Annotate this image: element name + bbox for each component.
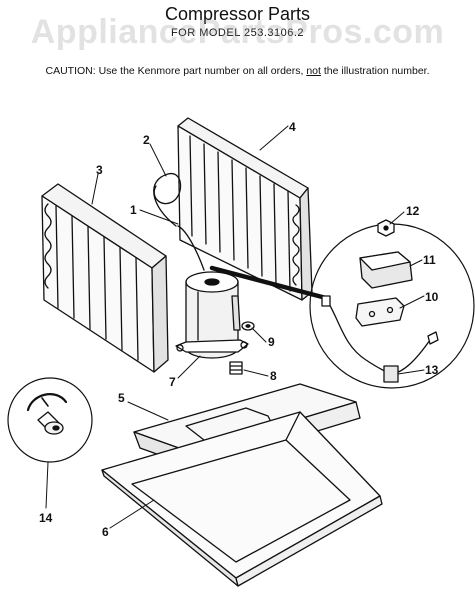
page-title: Compressor Parts — [164, 4, 311, 24]
callout-3: 3 — [96, 163, 103, 177]
evaporator-coil — [177, 117, 313, 301]
model-subtitle: FOR MODEL 253.3106.2 — [170, 27, 305, 39]
bracket-detail — [7, 377, 93, 463]
terminal-gasket-bracket — [355, 297, 405, 327]
callout-10: 10 — [425, 290, 439, 304]
caution-suffix: the illustration number. — [320, 65, 430, 77]
callout-6: 6 — [102, 525, 109, 539]
callout-labels: 1 2 3 4 5 6 7 8 9 10 11 12 13 14 — [39, 120, 439, 539]
callout-9: 9 — [268, 335, 275, 349]
callout-13: 13 — [425, 363, 439, 377]
callout-14: 14 — [39, 511, 53, 525]
leader-lines — [45, 125, 425, 529]
detail-pointer — [209, 265, 329, 301]
callout-8: 8 — [270, 369, 277, 383]
caution-prefix: CAUTION: Use the Kenmore part number on … — [45, 65, 307, 77]
terminal-detail — [309, 219, 475, 389]
callout-1: 1 — [130, 203, 137, 217]
capillary-tube — [153, 173, 182, 227]
callout-4: 4 — [289, 120, 296, 134]
callout-11: 11 — [423, 253, 436, 267]
caution-note: CAUTION: Use the Kenmore part number on … — [0, 65, 475, 77]
caution-emphasis: not — [306, 65, 321, 77]
overload-wire-harness — [321, 295, 439, 383]
condenser-coil — [41, 183, 169, 373]
base-pan — [101, 411, 383, 587]
mounting-grommet — [229, 361, 243, 375]
callout-7: 7 — [169, 375, 176, 389]
callout-2: 2 — [143, 133, 150, 147]
refrigerant-tubing — [177, 225, 205, 271]
compressor — [175, 271, 249, 359]
nut-washer — [241, 321, 255, 331]
callout-5: 5 — [118, 391, 125, 405]
terminal-cover — [359, 251, 413, 289]
callout-12: 12 — [406, 204, 420, 218]
